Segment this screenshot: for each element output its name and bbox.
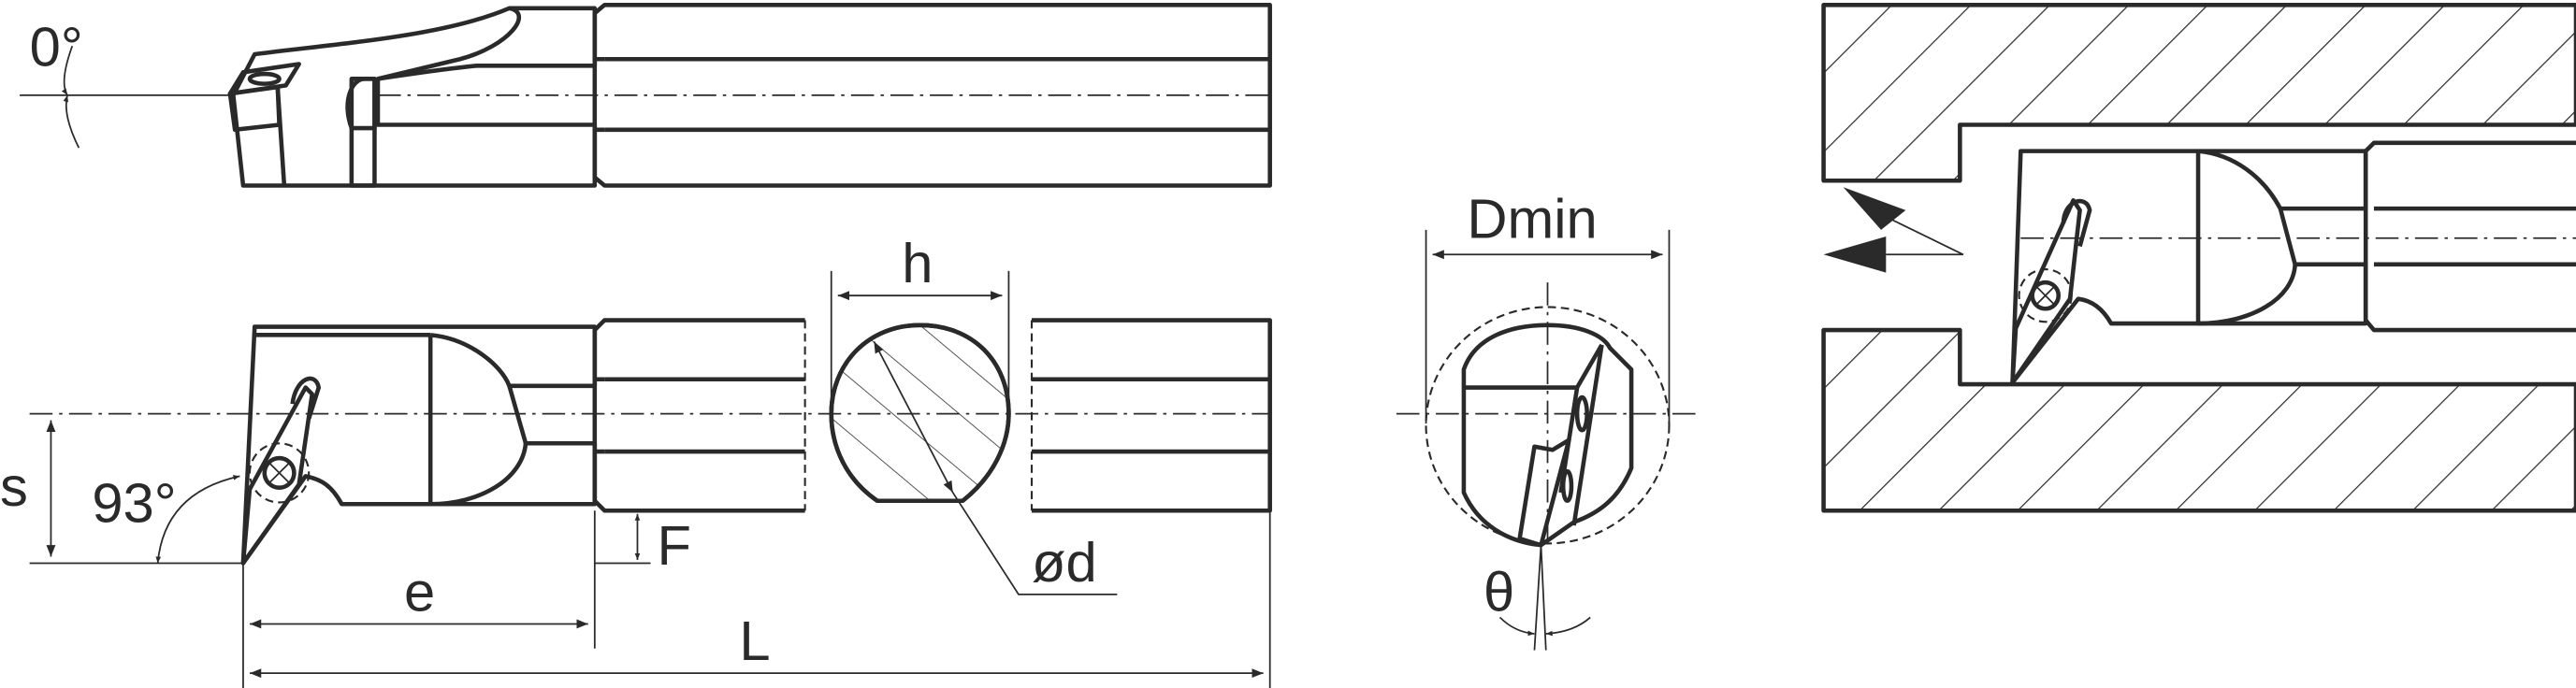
overall-length-L-label: L <box>739 609 770 672</box>
top-view: 0° <box>20 3 1272 188</box>
feed-direction-arrows <box>1823 187 1964 273</box>
approach-angle-label: 93° <box>92 472 176 535</box>
rake-angle-label: 0° <box>30 15 83 78</box>
min-bore-label: Dmin <box>1467 188 1597 251</box>
shank-cross-section <box>829 322 1011 504</box>
side-view: s 93° e F L h ød <box>0 232 1272 688</box>
insert-top <box>227 62 301 96</box>
workpiece-bottom <box>1823 330 2576 511</box>
offset-s-label: s <box>0 455 28 518</box>
insert-side <box>240 385 314 566</box>
inclination-theta-label: θ <box>1483 560 1514 623</box>
end-view: Dmin θ <box>1396 188 1696 651</box>
head-top <box>231 6 598 188</box>
head-side <box>240 324 598 566</box>
clamp-pin <box>349 77 377 188</box>
workpiece-top <box>1823 5 2576 181</box>
shank-diameter-label: ød <box>1032 531 1097 594</box>
insert-end <box>1517 437 1571 548</box>
width-h-label: h <box>902 232 933 294</box>
in-bore-view <box>1821 3 2576 513</box>
height-F-label: F <box>658 514 691 577</box>
length-e-label: e <box>404 560 435 623</box>
